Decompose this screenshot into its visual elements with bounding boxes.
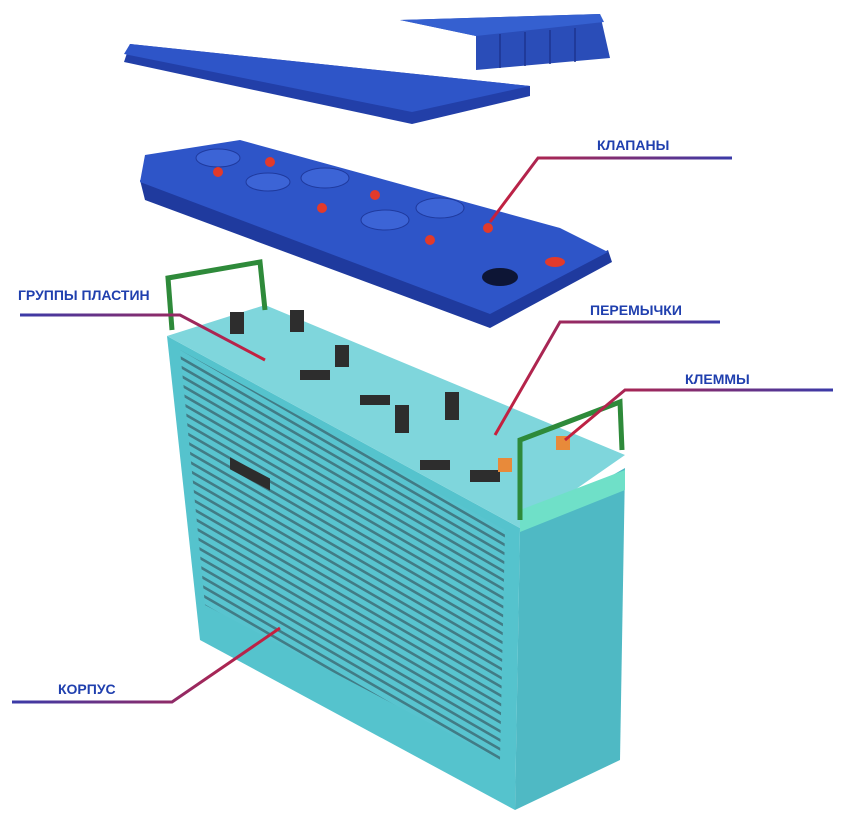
label-valves: КЛАПАНЫ [597,137,670,153]
label-plate-groups: ГРУППЫ ПЛАСТИН [18,287,150,303]
small-cover [400,14,610,70]
label-case: КОРПУС [58,681,116,697]
top-cover-plate [124,44,530,124]
handle-icons [165,259,625,520]
battery-lid [140,140,612,328]
battery-case [165,259,625,810]
valve-icons [213,157,565,267]
label-terminals: КЛЕММЫ [685,371,750,387]
leader-lines [12,156,833,704]
label-jumpers: ПЕРЕМЫЧКИ [590,302,682,318]
terminal-icons [498,436,570,472]
